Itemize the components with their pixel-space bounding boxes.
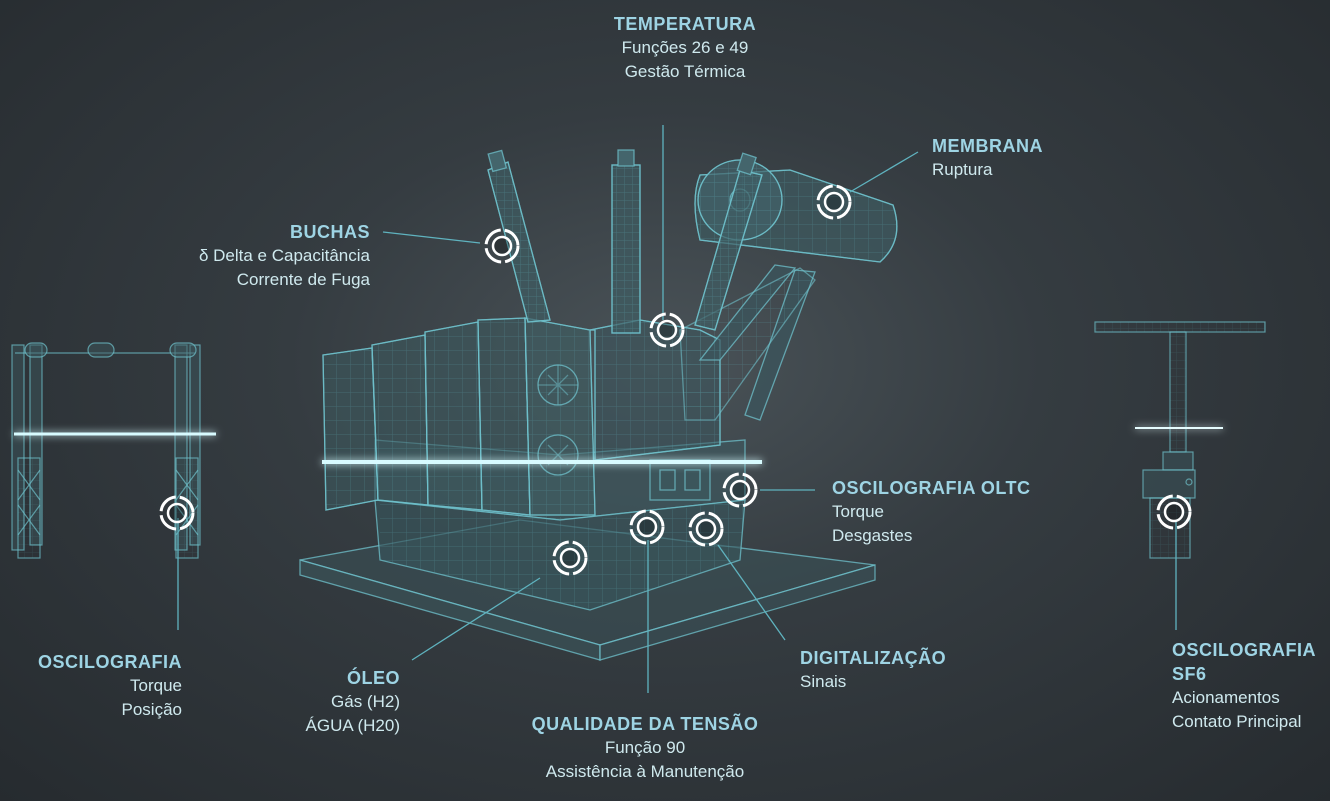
label-title: OSCILOGRAFIA <box>1172 640 1316 660</box>
hotspot-membrana[interactable] <box>816 184 852 220</box>
label-line: Gestão Térmica <box>624 62 746 81</box>
scan-lines <box>14 427 1223 464</box>
hotspot-ring-icon <box>1156 494 1192 530</box>
label-line: δ Delta e Capacitância <box>198 246 370 265</box>
leader-lines <box>177 125 1177 693</box>
label-oscilografia-oltc: OSCILOGRAFIA OLTC Torque Desgastes <box>832 476 1062 548</box>
oltc-cabinet <box>649 459 711 501</box>
hotspot-oltc[interactable] <box>722 472 758 508</box>
label-oscilografia: OSCILOGRAFIA Torque Posição <box>10 650 182 722</box>
label-line: Assistência à Manutenção <box>545 762 745 781</box>
label-membrana: MEMBRANA Ruptura <box>932 134 1112 182</box>
power-transformer <box>299 149 898 661</box>
label-oleo: ÓLEO Gás (H2) ÁGUA (H20) <box>250 666 400 738</box>
hotspot-ring-icon <box>649 312 685 348</box>
hotspot-markers <box>159 184 1192 576</box>
label-title-2: SF6 <box>1172 664 1207 684</box>
hotspot-ring-icon <box>816 184 852 220</box>
hotspot-core-icon <box>491 235 513 257</box>
label-title: BUCHAS <box>289 222 370 242</box>
radiator-bank <box>322 317 596 516</box>
label-line: Gás (H2) <box>331 692 400 711</box>
hotspot-core-icon <box>656 319 678 341</box>
label-line: Desgastes <box>832 526 913 545</box>
label-line: Ruptura <box>932 160 993 179</box>
label-title: OSCILOGRAFIA <box>38 652 182 672</box>
hotspot-sf6[interactable] <box>1156 494 1192 530</box>
label-title: ÓLEO <box>346 668 400 688</box>
hotspot-core-icon <box>559 547 581 569</box>
label-digitalizacao: DIGITALIZAÇÃO Sinais <box>800 646 1000 694</box>
hotspot-core-icon <box>636 516 658 538</box>
label-title: TEMPERATURA <box>613 14 757 34</box>
label-qualidade-tensao: QUALIDADE DA TENSÃO Função 90 Assistênci… <box>500 712 790 784</box>
hotspot-ring-icon <box>629 509 665 545</box>
hotspot-buchas[interactable] <box>484 228 520 264</box>
label-line: Corrente de Fuga <box>236 270 370 289</box>
label-line: Sinais <box>800 672 847 691</box>
label-line: Posição <box>121 700 182 719</box>
label-line: Torque <box>832 502 884 521</box>
label-line: Contato Principal <box>1172 712 1302 731</box>
label-line: Função 90 <box>604 738 686 757</box>
hotspot-qualidade[interactable] <box>629 509 665 545</box>
label-title: MEMBRANA <box>932 136 1043 156</box>
hotspot-core-icon <box>695 518 717 540</box>
hotspot-core-icon <box>823 191 845 213</box>
label-title: OSCILOGRAFIA OLTC <box>832 478 1031 498</box>
hotspot-ring-icon <box>484 228 520 264</box>
hotspot-ring-icon <box>688 511 724 547</box>
hotspot-digitalizacao[interactable] <box>688 511 724 547</box>
label-title: QUALIDADE DA TENSÃO <box>531 714 759 734</box>
hotspot-core-icon <box>166 502 188 524</box>
label-oscilografia-sf6: OSCILOGRAFIA SF6 Acionamentos Contato Pr… <box>1172 638 1330 734</box>
sf6-breaker <box>1094 321 1266 559</box>
hotspot-ring-icon <box>159 495 195 531</box>
label-temperatura: TEMPERATURA Funções 26 e 49 Gestão Térmi… <box>600 12 770 84</box>
hotspot-ring-icon <box>552 540 588 576</box>
hotspot-core-icon <box>729 479 751 501</box>
hotspot-oleo[interactable] <box>552 540 588 576</box>
disconnector-switch <box>11 342 201 559</box>
hotspot-temperatura[interactable] <box>649 312 685 348</box>
label-buchas: BUCHAS δ Delta e Capacitância Corrente d… <box>130 220 370 292</box>
hotspot-ring-icon <box>722 472 758 508</box>
label-line: Acionamentos <box>1172 688 1280 707</box>
label-line: Torque <box>130 676 182 695</box>
label-line: Funções 26 e 49 <box>621 38 749 57</box>
label-title: DIGITALIZAÇÃO <box>800 648 947 668</box>
hotspot-core-icon <box>1163 501 1185 523</box>
label-line: ÁGUA (H20) <box>305 716 400 735</box>
hotspot-oscilografia[interactable] <box>159 495 195 531</box>
